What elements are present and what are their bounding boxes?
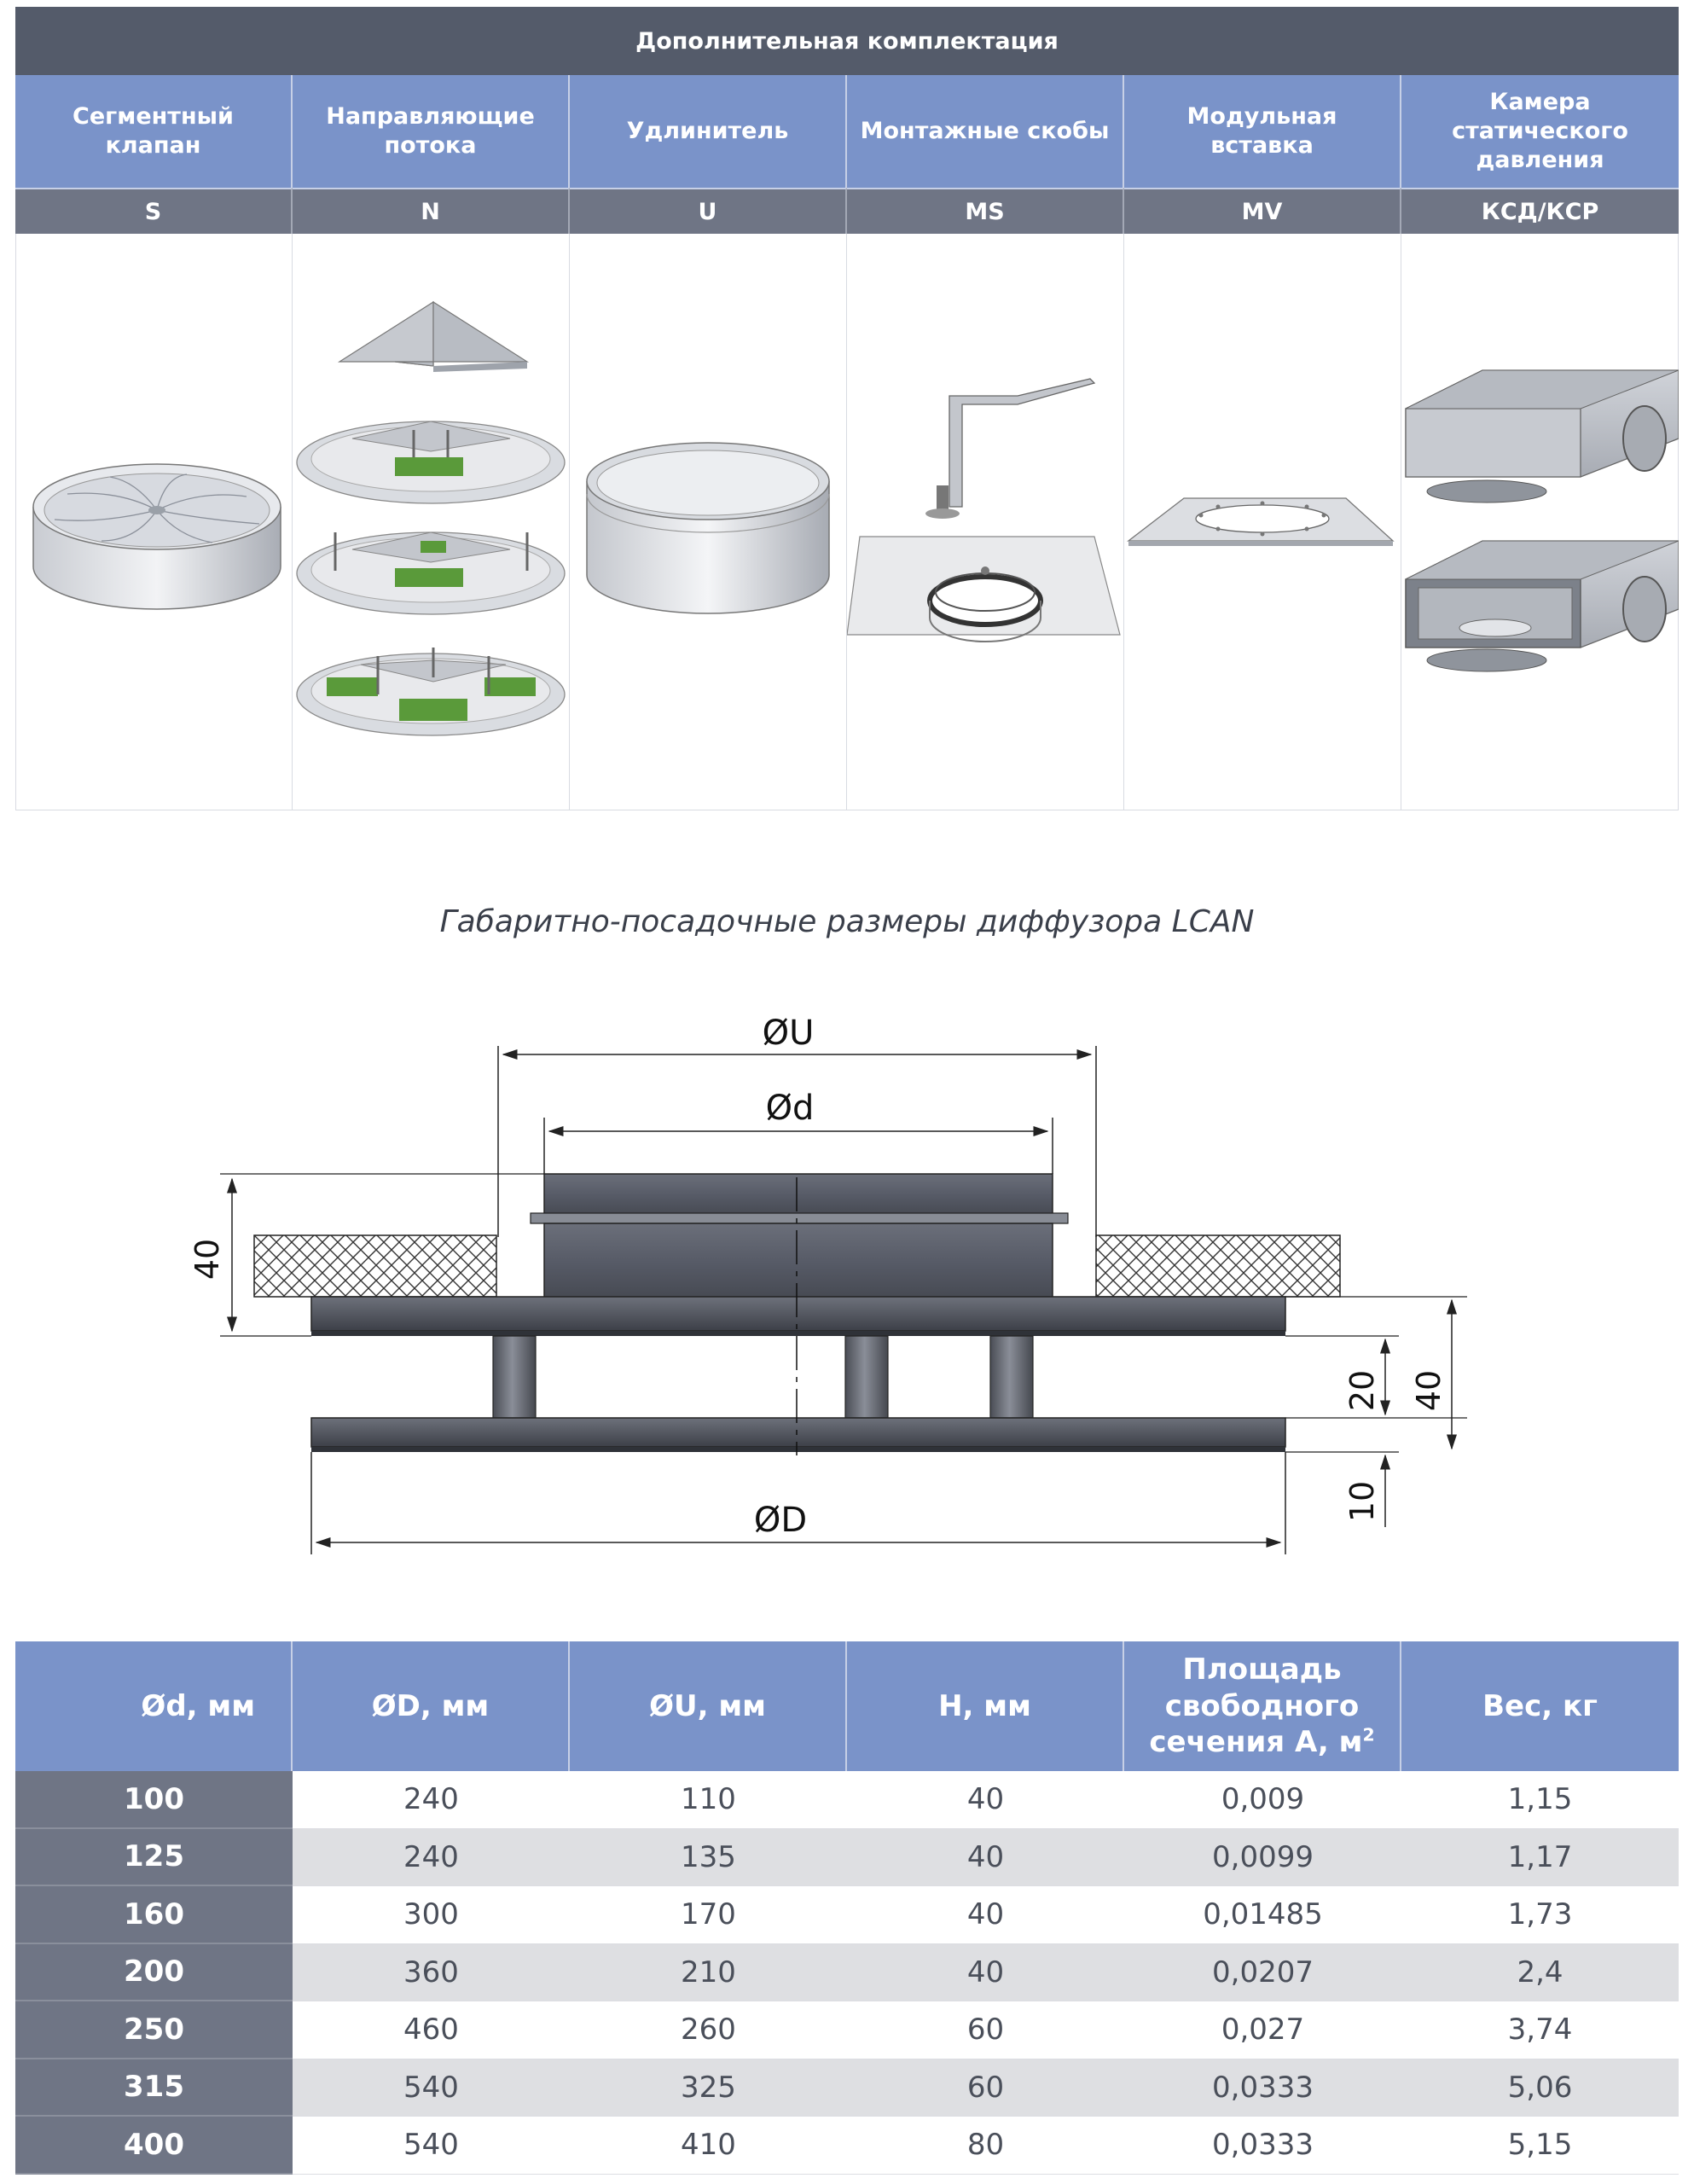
dia-d-label: Ød xyxy=(766,1089,815,1128)
cell-d: 315 xyxy=(15,2059,293,2117)
cell-area: 0,0333 xyxy=(1124,2117,1401,2175)
cell-area: 0,0099 xyxy=(1124,1828,1401,1886)
header-area: Площадь свободного сечения A, м2 xyxy=(1124,1641,1401,1771)
accessory-code: S xyxy=(15,188,293,234)
cell-D: 540 xyxy=(293,2117,570,2175)
table-row: 100 240 110 40 0,009 1,15 xyxy=(15,1771,1679,1829)
accessory-name: Удлинитель xyxy=(570,75,847,188)
cell-d: 160 xyxy=(15,1886,293,1944)
cell-D: 240 xyxy=(293,1771,570,1829)
accessory-code: U xyxy=(570,188,847,234)
cell-H: 40 xyxy=(847,1771,1124,1829)
table-row: 400 540 410 80 0,0333 5,15 xyxy=(15,2117,1679,2175)
cell-weight: 1,73 xyxy=(1401,1886,1679,1944)
cell-H: 80 xyxy=(847,2117,1124,2175)
dia-D-label: ØD xyxy=(754,1501,807,1540)
modular-insert-image xyxy=(1124,234,1401,810)
cell-weight: 2,4 xyxy=(1401,1943,1679,2001)
table-row: 160 300 170 40 0,01485 1,73 xyxy=(15,1886,1679,1944)
accessory-name: Модульная вставка xyxy=(1124,75,1401,188)
cell-U: 410 xyxy=(570,2117,847,2175)
cell-D: 540 xyxy=(293,2059,570,2117)
cell-D: 360 xyxy=(293,1943,570,2001)
header-H: H, мм xyxy=(847,1641,1124,1771)
cell-area: 0,0207 xyxy=(1124,1943,1401,2001)
cell-H: 60 xyxy=(847,2059,1124,2117)
drawing-title: Габаритно-посадочные размеры диффузора L… xyxy=(439,904,1255,939)
accessory-name: Монтажные скобы xyxy=(847,75,1124,188)
cell-D: 240 xyxy=(293,1828,570,1886)
cell-U: 170 xyxy=(570,1886,847,1944)
cell-D: 460 xyxy=(293,2001,570,2059)
dia-u-label: ØU xyxy=(763,1014,815,1053)
guide-disc xyxy=(296,421,566,504)
height-left-label: 40 xyxy=(189,1239,226,1280)
accessory-code: MS xyxy=(847,188,1124,234)
height-right-label: 40 xyxy=(1410,1370,1447,1411)
accessories-title: Дополнительная комплектация xyxy=(15,7,1679,75)
accessory-code: КСД/КСР xyxy=(1401,188,1679,234)
cell-weight: 1,15 xyxy=(1401,1771,1679,1829)
ceiling-panel-left xyxy=(253,1234,497,1298)
segment-valve-image xyxy=(15,234,293,810)
header-d: Ød, мм xyxy=(15,1641,293,1771)
extension-image xyxy=(570,234,847,810)
accessory-name: Направляющие потока xyxy=(293,75,570,188)
cell-d: 200 xyxy=(15,1943,293,2001)
plenum-box-image xyxy=(1401,234,1679,810)
cell-d: 400 xyxy=(15,2117,293,2175)
cell-H: 60 xyxy=(847,2001,1124,2059)
cell-D: 300 xyxy=(293,1886,570,1944)
cell-d: 125 xyxy=(15,1828,293,1886)
cell-area: 0,0333 xyxy=(1124,2059,1401,2117)
accessory-name: Сегментный клапан xyxy=(15,75,293,188)
accessory-code: N xyxy=(293,188,570,234)
header-area-sup: 2 xyxy=(1362,1724,1375,1745)
header-weight: Вес, кг xyxy=(1401,1641,1679,1771)
accessories-table: Дополнительная комплектация Сегментный к… xyxy=(15,7,1679,810)
cell-area: 0,01485 xyxy=(1124,1886,1401,1944)
accessory-code: MV xyxy=(1124,188,1401,234)
mounting-brackets-image xyxy=(847,234,1124,810)
cell-d: 250 xyxy=(15,2001,293,2059)
dimensions-table: Ød, мм ØD, мм ØU, мм H, мм Площадь свобо… xyxy=(15,1641,1679,2175)
accessory-name: Камера статического давления xyxy=(1401,75,1679,188)
flow-guides-image xyxy=(293,234,570,810)
header-D: ØD, мм xyxy=(293,1641,570,1771)
dimension-drawing: ØU Ød ØD 40 20 40 10 xyxy=(0,981,1694,1578)
cell-weight: 3,74 xyxy=(1401,2001,1679,2059)
dimensions-header: Ød, мм ØD, мм ØU, мм H, мм Площадь свобо… xyxy=(15,1641,1679,1771)
cell-U: 135 xyxy=(570,1828,847,1886)
cell-H: 40 xyxy=(847,1943,1124,2001)
accessories-images-row xyxy=(15,234,1679,810)
accessories-codes-row: S N U MS MV КСД/КСР xyxy=(15,188,1679,234)
cell-U: 260 xyxy=(570,2001,847,2059)
cell-U: 325 xyxy=(570,2059,847,2117)
cell-weight: 5,06 xyxy=(1401,2059,1679,2117)
table-row: 315 540 325 60 0,0333 5,06 xyxy=(15,2059,1679,2117)
cell-weight: 5,15 xyxy=(1401,2117,1679,2175)
cell-U: 210 xyxy=(570,1943,847,2001)
cell-weight: 1,17 xyxy=(1401,1828,1679,1886)
gap-label: 20 xyxy=(1343,1370,1381,1411)
table-row: 125 240 135 40 0,0099 1,17 xyxy=(15,1828,1679,1886)
cell-H: 40 xyxy=(847,1886,1124,1944)
cell-U: 110 xyxy=(570,1771,847,1829)
table-row: 250 460 260 60 0,027 3,74 xyxy=(15,2001,1679,2059)
accessories-names-row: Сегментный клапан Направляющие потока Уд… xyxy=(15,75,1679,188)
table-row: 200 360 210 40 0,0207 2,4 xyxy=(15,1943,1679,2001)
cell-area: 0,009 xyxy=(1124,1771,1401,1829)
cell-d: 100 xyxy=(15,1771,293,1829)
bottom-label: 10 xyxy=(1343,1481,1381,1522)
header-U: ØU, мм xyxy=(570,1641,847,1771)
ceiling-panel-right xyxy=(1095,1234,1341,1298)
cell-H: 40 xyxy=(847,1828,1124,1886)
header-area-text: Площадь свободного сечения A, м xyxy=(1149,1653,1363,1760)
cell-area: 0,027 xyxy=(1124,2001,1401,2059)
